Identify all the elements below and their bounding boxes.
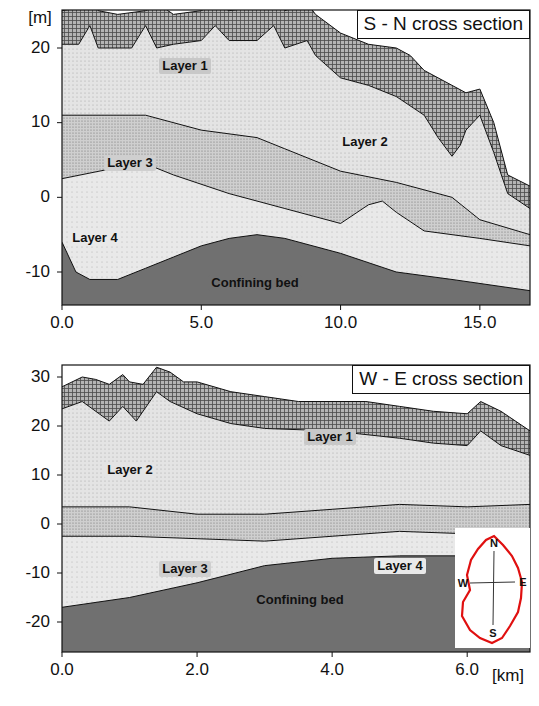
layer-label: Confining bed — [253, 592, 346, 608]
layer-boundary — [62, 504, 530, 514]
tick-mark — [57, 122, 62, 123]
section-line — [470, 582, 515, 583]
tick-label: 4.0 — [320, 661, 344, 680]
tick-mark — [57, 622, 62, 623]
layer-name: Confining bed — [211, 275, 298, 290]
tick-mark — [467, 652, 468, 657]
tick-mark — [332, 652, 333, 657]
layer-label: Layer 1 — [159, 58, 211, 74]
tick-label: 5.0 — [189, 314, 213, 333]
tick-mark — [340, 305, 341, 310]
layer-name: Layer 4 — [377, 558, 423, 573]
location-map — [455, 528, 530, 648]
panel-title: S - N cross section — [357, 10, 530, 39]
layer-label: Layer 1 — [304, 429, 356, 445]
layer-boundary — [62, 392, 530, 456]
confining-bed-band — [62, 235, 530, 305]
panel-title: W - E cross section — [352, 365, 530, 394]
layer-boundary — [62, 164, 530, 246]
layer-label: Layer 4 — [69, 230, 121, 246]
tick-mark — [57, 48, 62, 49]
tick-label: 20 — [31, 39, 50, 58]
tick-label: 20 — [31, 417, 50, 436]
layer-name: Layer 4 — [72, 230, 118, 245]
layer-2-band — [62, 392, 530, 514]
tick-label: 0 — [41, 515, 50, 534]
tick-mark — [57, 377, 62, 378]
tick-label: 10.0 — [324, 314, 357, 333]
tick-mark — [57, 426, 62, 427]
layer-boundary — [62, 235, 530, 291]
compass-letter: S — [489, 627, 496, 639]
layer-name: Layer 3 — [107, 155, 153, 170]
layer-label: Layer 3 — [159, 561, 211, 577]
tick-label: 0.0 — [50, 661, 74, 680]
tick-mark — [57, 524, 62, 525]
tick-mark — [201, 305, 202, 310]
compass-letter: W — [458, 577, 468, 589]
layer-boundary — [62, 26, 530, 209]
axis-unit: [km] — [492, 667, 524, 686]
tick-mark — [479, 305, 480, 310]
axis-unit: [m] — [28, 9, 52, 28]
compass-letter: N — [490, 537, 498, 549]
tick-mark — [57, 475, 62, 476]
section-line — [493, 551, 494, 625]
layer-label: Layer 2 — [339, 134, 391, 150]
tick-label: -20 — [25, 613, 50, 632]
layer-name: Layer 2 — [107, 462, 153, 477]
tick-label: 2.0 — [185, 661, 209, 680]
layer-label: Confining bed — [208, 275, 301, 291]
plot-frame — [62, 365, 530, 652]
layer-label: Layer 2 — [104, 462, 156, 478]
layer-label: Layer 4 — [374, 558, 426, 574]
tick-mark — [57, 272, 62, 273]
tick-label: -10 — [25, 564, 50, 583]
tick-label: 15.0 — [463, 314, 496, 333]
layer-name: Layer 1 — [307, 429, 353, 444]
region-outline — [462, 536, 522, 643]
layer-label: Layer 3 — [104, 155, 156, 171]
tick-label: 30 — [31, 368, 50, 387]
layer-name: Layer 3 — [162, 561, 208, 576]
layer-name: Layer 2 — [342, 134, 388, 149]
tick-label: 10 — [31, 466, 50, 485]
tick-label: -10 — [25, 263, 50, 282]
layer-boundary — [62, 10, 530, 186]
tick-mark — [62, 652, 63, 657]
tick-mark — [197, 652, 198, 657]
tick-mark — [57, 197, 62, 198]
tick-label: 10 — [31, 113, 50, 132]
layer-name: Layer 1 — [162, 58, 208, 73]
plot-frame — [62, 10, 530, 305]
layer-name: Confining bed — [256, 592, 343, 607]
compass-letter: E — [519, 576, 526, 588]
tick-label: 0 — [41, 188, 50, 207]
tick-mark — [57, 573, 62, 574]
tick-label: 0.0 — [50, 314, 74, 333]
tick-label: 6.0 — [455, 661, 479, 680]
tick-mark — [62, 305, 63, 310]
layer-boundary — [62, 115, 530, 234]
